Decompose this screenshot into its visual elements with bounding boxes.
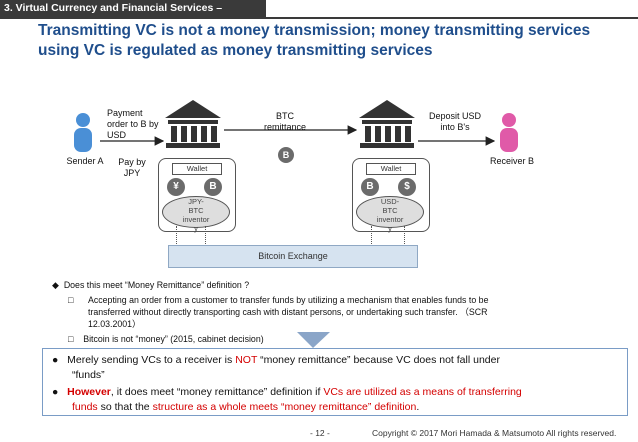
- item1-line2: transferred without directly transportin…: [88, 307, 488, 317]
- deposit-label: Deposit USD into B's: [428, 111, 482, 132]
- receiver-label: Receiver B: [489, 156, 534, 166]
- question-item-1: □ Accepting an order from a customer to …: [68, 294, 628, 330]
- sender-icon: [74, 113, 92, 152]
- conclusion-line-1: ● Merely sending VCs to a receiver is NO…: [52, 353, 622, 367]
- btc-coin-icon-right: B: [361, 178, 379, 196]
- bitcoin-exchange: Bitcoin Exchange: [168, 245, 418, 268]
- btc-coin-label: B: [282, 150, 290, 160]
- question-heading-text: Does this meet “Money Remittance” defini…: [63, 280, 250, 290]
- bullet-dot-icon: ●: [52, 354, 59, 366]
- line1-cont: “funds”: [72, 369, 105, 381]
- connector-left-1: [176, 226, 177, 246]
- connector-right-1: [371, 226, 372, 246]
- inventory-left: JPY- BTC inventor y: [162, 196, 230, 233]
- square-bullet-icon: □: [68, 295, 74, 305]
- diamond-bullet-icon: ◆: [52, 280, 59, 290]
- connector-right-2: [404, 226, 405, 246]
- conclusion-line-2: ● However, it does meet “money remittanc…: [52, 385, 622, 399]
- line1-post: “money remittance” because VC does not f…: [257, 354, 500, 366]
- btc-coin-icon: [278, 147, 294, 163]
- page-number: - 12 -: [310, 428, 330, 438]
- line3-red1: funds: [72, 401, 98, 413]
- section-tag: 3. Virtual Currency and Financial Servic…: [0, 0, 266, 31]
- line3-end: .: [416, 401, 420, 413]
- line3-red2: structure as a whole meets “money remitt…: [152, 401, 417, 413]
- header-rule: [0, 17, 638, 19]
- line3-mid: so that the: [97, 401, 153, 413]
- line2-red: VCs are utilized as a means of transferr…: [323, 386, 522, 398]
- bank-icon-left: [165, 100, 221, 148]
- item1-line3: 12.03.2001）: [88, 319, 141, 329]
- bullet-dot-icon-2: ●: [52, 386, 59, 398]
- line2-mid: , it does meet “money remittance” defini…: [110, 386, 324, 398]
- btc-coin-icon-left: B: [204, 178, 222, 196]
- line2-bold: However: [67, 386, 111, 398]
- item1-line1: Accepting an order from a customer to tr…: [88, 295, 489, 305]
- pay-by-label: Pay by JPY: [118, 157, 146, 178]
- title-line-2: using VC is regulated as money transmitt…: [38, 42, 433, 59]
- conclusion-box: [42, 348, 628, 416]
- usd-coin-icon: $: [398, 178, 416, 196]
- down-arrow-icon: [297, 332, 330, 348]
- square-bullet-icon-2: □: [68, 334, 74, 344]
- item2-text: Bitcoin is not “money” (2015, cabinet de…: [83, 334, 264, 344]
- wallet-label-right: Wallet: [366, 163, 416, 175]
- copyright: Copyright © 2017 Mori Hamada & Matsumoto…: [372, 428, 617, 438]
- wallet-label-left: Wallet: [172, 163, 222, 175]
- btc-remittance-label: BTC remittance: [263, 111, 307, 132]
- question-item-2: □ Bitcoin is not “money” (2015, cabinet …: [68, 333, 628, 345]
- bank-icon-right: [359, 100, 415, 148]
- question-heading: ◆ Does this meet “Money Remittance” defi…: [52, 279, 249, 291]
- line1-pre: Merely sending VCs to a receiver is: [67, 354, 236, 366]
- conclusion-line-3: funds so that the structure as a whole m…: [72, 400, 622, 414]
- sender-label: Sender A: [66, 156, 104, 166]
- payment-order-label: Payment order to B by USD: [107, 108, 159, 140]
- page-title: Transmitting VC is not a money transmiss…: [38, 21, 628, 61]
- connector-left-2: [205, 226, 206, 246]
- receiver-icon: [500, 113, 518, 152]
- line1-not: NOT: [235, 354, 258, 366]
- title-line-1: Transmitting VC is not a money transmiss…: [38, 22, 591, 39]
- yen-coin-icon: ¥: [167, 178, 185, 196]
- inventory-right: USD- BTC inventor y: [356, 196, 424, 233]
